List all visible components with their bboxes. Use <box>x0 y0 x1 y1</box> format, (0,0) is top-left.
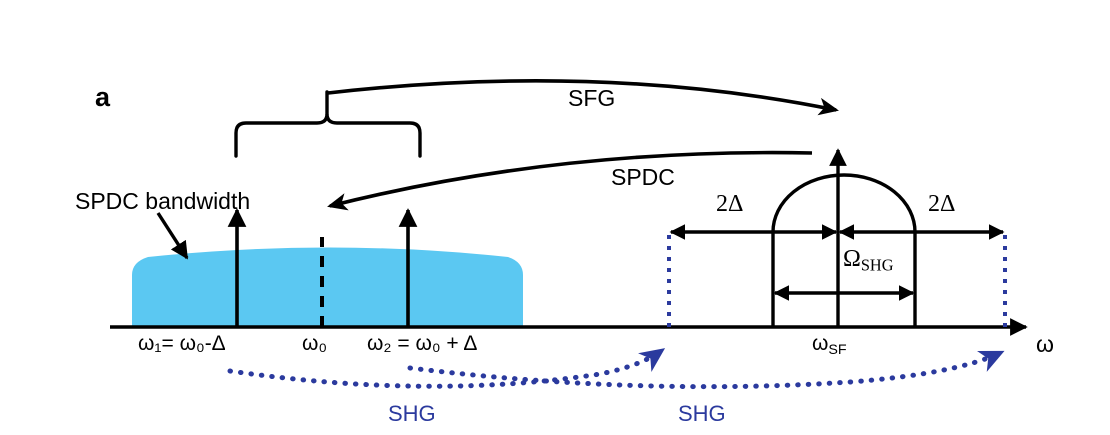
panel-letter: a <box>95 82 111 112</box>
two-delta-left-label: 2Δ <box>716 191 744 217</box>
spdc-curved-arrow <box>327 150 813 211</box>
sfg-label: SFG <box>568 85 616 111</box>
spdc-label: SPDC <box>611 164 675 190</box>
shg-right-dotted-arrow <box>407 350 1005 390</box>
omega-sf-subscript: SF <box>828 341 847 358</box>
omega-sf-tick-label: ωSF <box>812 333 847 357</box>
omega-sf-symbol: ω <box>812 332 829 355</box>
omega-axis-label: ω <box>1036 331 1054 357</box>
shg-left-dotted-arrow <box>227 348 666 389</box>
omega-2-tick-label: ω₂ = ω₀ + Δ <box>367 332 478 355</box>
shg-left-label: SHG <box>388 401 436 426</box>
omega-shg-symbol: Ω <box>843 246 861 272</box>
omega-1-tick-label: ω₁= ω₀-Δ <box>138 332 226 355</box>
sfg-curved-arrow <box>327 79 839 116</box>
omega-shg-subscript: SHG <box>860 255 894 275</box>
pump-pair-brace <box>234 90 422 158</box>
shg-dome-shape <box>771 173 917 327</box>
spdc-bandwidth-region <box>132 247 523 327</box>
two-delta-right-label: 2Δ <box>928 191 956 217</box>
omega-shg-label: ΩSHG <box>843 247 893 274</box>
omega-d-tick-label: ω₀ <box>302 332 328 355</box>
spdc-bandwidth-pointer-arrow <box>156 212 189 260</box>
spdc-bandwidth-label: SPDC bandwidth <box>75 188 251 214</box>
shg-right-label: SHG <box>678 401 726 426</box>
